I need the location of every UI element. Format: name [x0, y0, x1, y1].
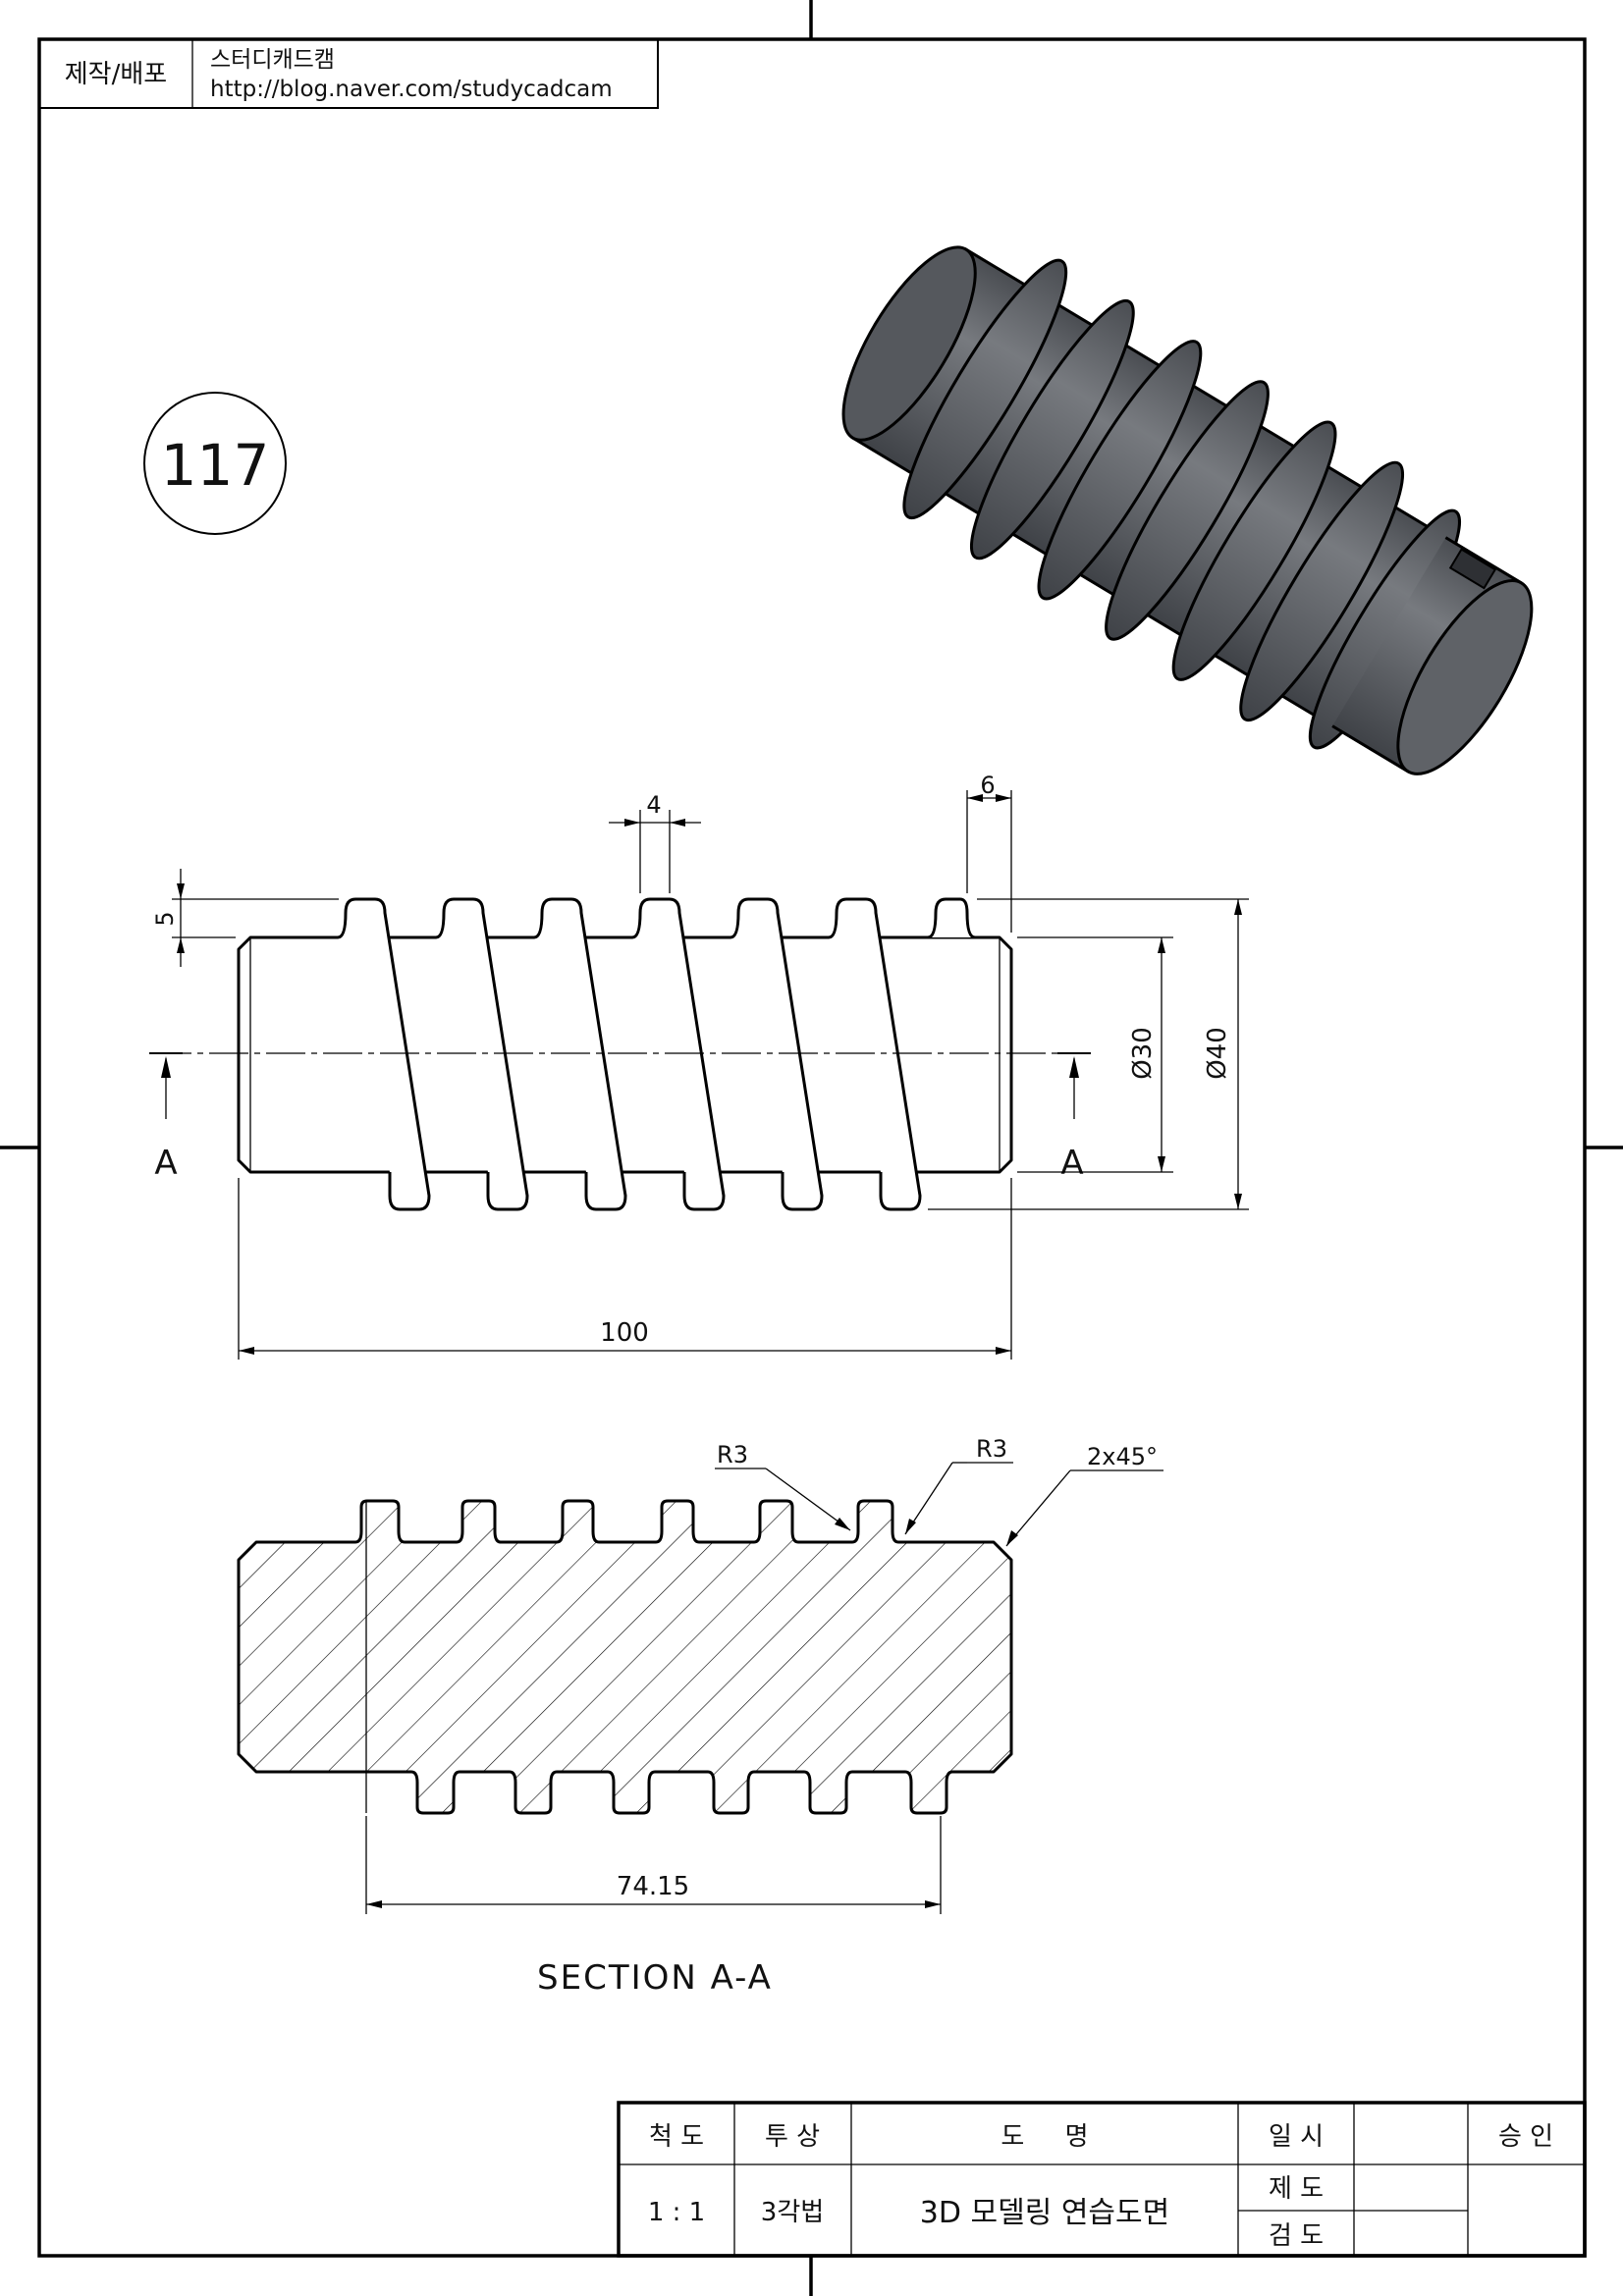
dim-outer-diameter: Ø40 [928, 898, 1249, 1210]
section-profile [237, 1499, 1013, 1815]
distribution-header: 제작/배포 스터디캐드캠 http://blog.naver.com/study… [38, 38, 659, 109]
leader-r3-left: R3 [715, 1441, 851, 1531]
note-chamfer: 2x45° [1087, 1443, 1158, 1470]
dim-end-width-text: 6 [980, 772, 995, 799]
front-view: A A 5 4 6 [149, 772, 1249, 1360]
projection-value: 3각법 [761, 2198, 824, 2227]
thread-ridge [730, 897, 824, 1211]
thread-ridges [337, 897, 976, 1211]
dim-tooth-height: 5 [151, 869, 339, 967]
dim-length: 100 [238, 1178, 1012, 1360]
scale-label: 척 도 [649, 2122, 704, 2152]
drawing-number-badge: 117 [143, 392, 287, 535]
thread-ridges [902, 258, 1461, 750]
title-block: 척 도 1 : 1 투 상 3각법 도 명 3D 모델링 연습도면 일 시 제 … [617, 2101, 1587, 2258]
checked-label: 검 도 [1269, 2221, 1324, 2251]
leader-r3-right: R3 [904, 1435, 1013, 1535]
header-url: http://blog.naver.com/studycadcam [210, 77, 613, 102]
note-radius-left: R3 [717, 1441, 748, 1468]
note-radius-right: R3 [976, 1435, 1007, 1463]
thread-ridge [631, 897, 726, 1211]
header-label: 제작/배포 [65, 60, 167, 89]
section-label-left: A [154, 1144, 177, 1183]
thread-ridge [337, 897, 431, 1211]
thread-ridge [533, 897, 627, 1211]
drawing-name: 3D 모델링 연습도면 [920, 2196, 1169, 2230]
section-label-right: A [1060, 1144, 1083, 1183]
thread-ridge [435, 897, 529, 1211]
drawn-label: 제 도 [1269, 2174, 1324, 2204]
dim-span-text: 74.15 [617, 1872, 689, 1901]
dim-root-diameter: Ø30 [1017, 936, 1173, 1173]
dim-outer-diameter-text: Ø40 [1203, 1027, 1232, 1080]
dim-groove-width-text: 4 [646, 791, 661, 819]
dim-tooth-height-text: 5 [151, 911, 179, 926]
dim-root-diameter-text: Ø30 [1128, 1027, 1158, 1080]
dim-end-width: 6 [966, 772, 1012, 933]
section-mark-right: A [1057, 1052, 1091, 1183]
dim-groove-width: 4 [609, 791, 701, 893]
date-label: 일 시 [1269, 2122, 1324, 2152]
dim-length-text: 100 [600, 1318, 649, 1348]
drawing-number: 117 [161, 432, 270, 499]
dim-span: 74.15 [365, 1816, 942, 1914]
isometric-model [841, 245, 1534, 775]
section-title: SECTION A-A [537, 1958, 773, 1998]
approval-label: 승 인 [1498, 2122, 1553, 2152]
section-mark-left: A [149, 1052, 183, 1183]
thread-ridge [828, 897, 922, 1211]
section-view: R3 R3 2x45° 74.15 SECTION A-A [237, 1435, 1163, 1998]
leader-chamfer: 2x45° [1005, 1443, 1163, 1547]
projection-label: 투 상 [765, 2122, 820, 2152]
header-author: 스터디캐드캠 [210, 47, 335, 73]
scale-value: 1 : 1 [648, 2198, 705, 2227]
name-label: 도 명 [1001, 2122, 1088, 2152]
thread-ridge-end [927, 897, 976, 939]
